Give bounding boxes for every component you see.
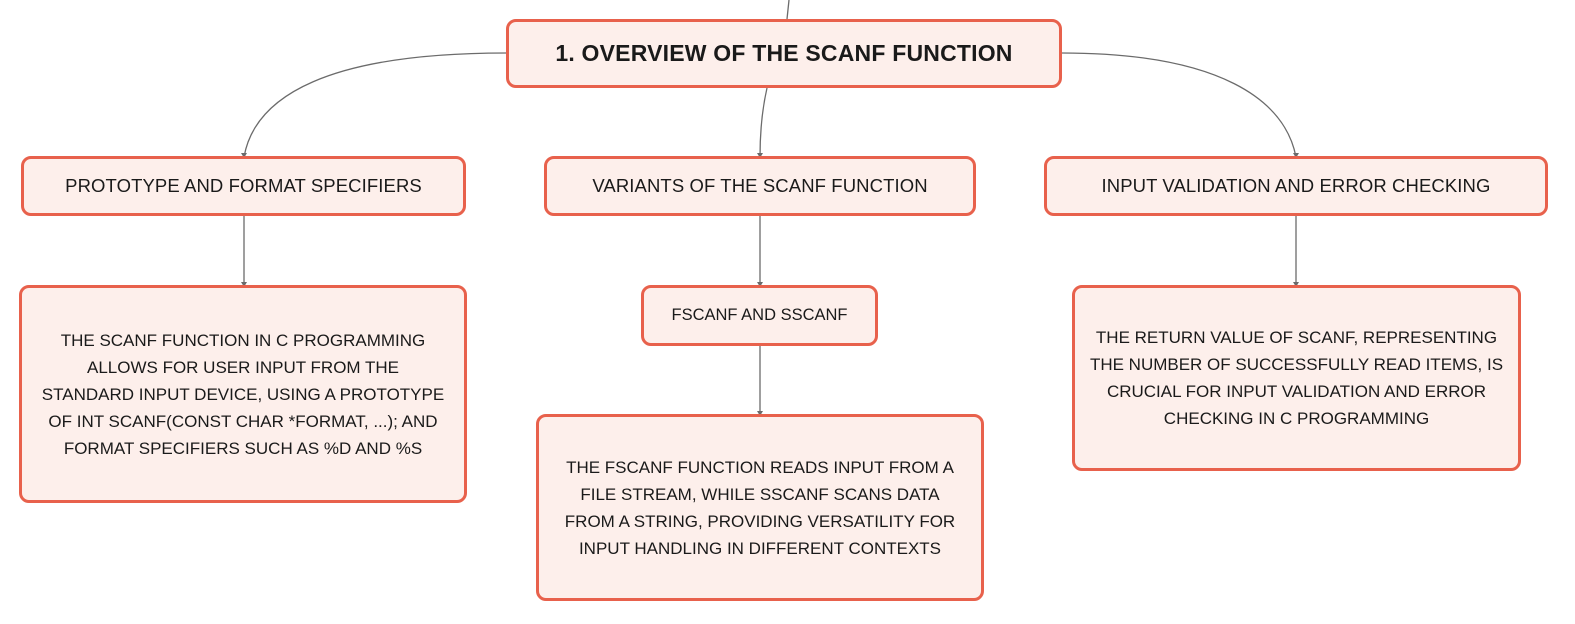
- root-node-label: 1. OVERVIEW OF THE SCANF FUNCTION: [555, 40, 1013, 66]
- detail-node-prototype-text: THE SCANF FUNCTION IN C PROGRAMMING ALLO…: [41, 330, 445, 458]
- detail-node-variants[interactable]: THE FSCANF FUNCTION READS INPUT FROM A F…: [536, 414, 984, 601]
- subtopic-node-fscanf-sscanf-label: FSCANF AND SSCANF: [671, 306, 848, 324]
- detail-node-prototype[interactable]: THE SCANF FUNCTION IN C PROGRAMMING ALLO…: [19, 285, 467, 503]
- connector-parent-to-root: [786, 0, 790, 20]
- connector-root-to-validation: [1061, 52, 1297, 158]
- subtopic-node-fscanf-sscanf[interactable]: FSCANF AND SSCANF: [641, 285, 878, 346]
- topic-node-variants[interactable]: VARIANTS OF THE SCANF FUNCTION: [544, 156, 976, 216]
- connector-root-to-variants: [759, 87, 768, 158]
- topic-node-prototype[interactable]: PROTOTYPE AND FORMAT SPECIFIERS: [21, 156, 466, 216]
- detail-node-validation[interactable]: THE RETURN VALUE OF SCANF, REPRESENTING …: [1072, 285, 1521, 471]
- root-node[interactable]: 1. OVERVIEW OF THE SCANF FUNCTION: [506, 19, 1062, 88]
- topic-node-variants-label: VARIANTS OF THE SCANF FUNCTION: [592, 175, 928, 196]
- detail-node-validation-text: THE RETURN VALUE OF SCANF, REPRESENTING …: [1089, 328, 1504, 428]
- topic-node-validation[interactable]: INPUT VALIDATION AND ERROR CHECKING: [1044, 156, 1548, 216]
- topic-node-prototype-label: PROTOTYPE AND FORMAT SPECIFIERS: [65, 175, 422, 196]
- detail-node-variants-text: THE FSCANF FUNCTION READS INPUT FROM A F…: [564, 457, 956, 558]
- topic-node-validation-label: INPUT VALIDATION AND ERROR CHECKING: [1101, 175, 1491, 196]
- connector-root-to-prototype: [243, 52, 507, 158]
